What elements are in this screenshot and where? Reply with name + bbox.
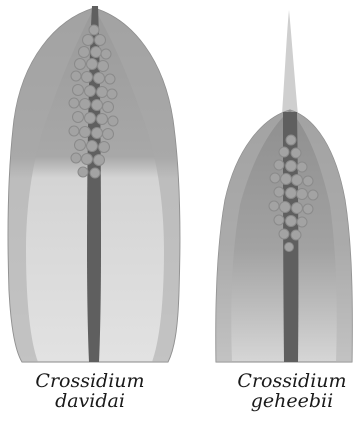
caption-davidai-epithet: davidai <box>10 391 170 411</box>
caption-davidai: Crossidium davidai <box>10 371 170 411</box>
caption-geheebii-genus: Crossidium <box>212 371 356 391</box>
caption-geheebii-epithet: geheebii <box>212 391 356 411</box>
leaf-geheebii-hairpoint <box>282 10 298 115</box>
caption-davidai-genus: Crossidium <box>10 371 170 391</box>
caption-geheebii: Crossidium geheebii <box>212 371 356 411</box>
leaf-geheebii <box>216 10 353 362</box>
leaf-davidai <box>8 6 180 362</box>
